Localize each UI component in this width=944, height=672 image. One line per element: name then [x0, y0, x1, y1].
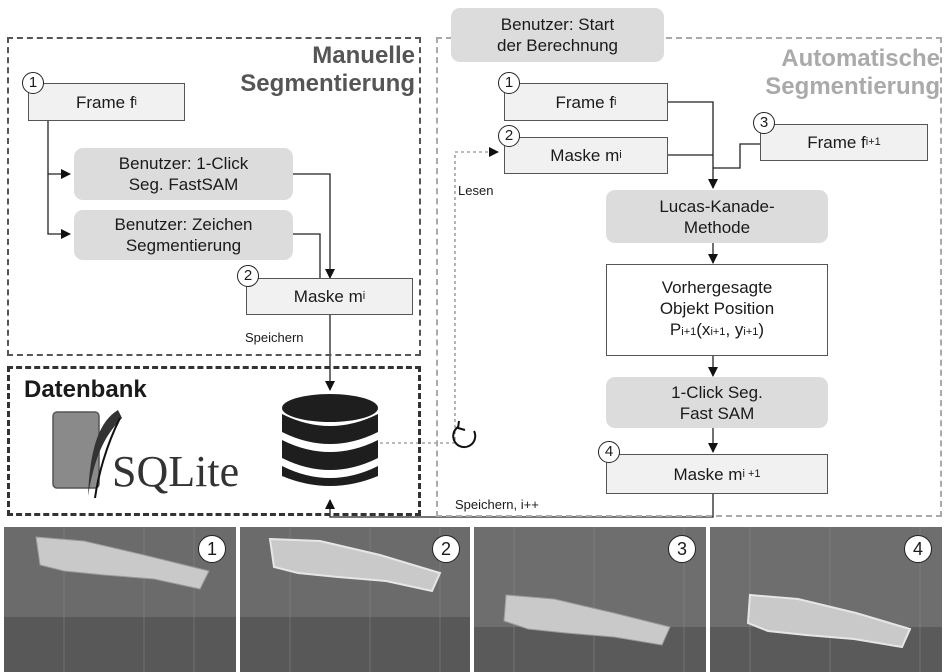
- photo-badge-3: 3: [668, 535, 696, 563]
- step-2-badge: 2: [237, 265, 259, 287]
- database-title: Datenbank: [24, 376, 147, 404]
- user-one-click-box[interactable]: Benutzer: 1-Click Seg. FastSAM: [74, 148, 293, 200]
- save-label: Speichern: [245, 330, 304, 345]
- manual-title: Manuelle Segmentierung: [190, 42, 415, 98]
- auto-title: Automatische Segmentierung: [700, 45, 940, 101]
- auto-step-1-badge: 1: [498, 72, 520, 94]
- predicted-position-formula: Pi+1(xi+1, yi+1): [670, 319, 764, 343]
- lucas-kanade-box[interactable]: Lucas-Kanade- Methode: [606, 190, 828, 243]
- photo-panel-1: 1: [4, 527, 236, 672]
- photo-badge-2: 2: [432, 535, 460, 563]
- photo-panel-4: 4: [710, 527, 942, 672]
- auto-step-4-badge: 4: [598, 441, 620, 463]
- sqlite-logo: SQLite: [50, 406, 260, 501]
- user-draw-box[interactable]: Benutzer: Zeichen Segmentierung: [74, 210, 293, 260]
- photo-panel-2: 2: [240, 527, 470, 672]
- save-increment-label: Speichern, i++: [455, 497, 539, 512]
- auto-step-2-badge: 2: [498, 125, 520, 147]
- read-label: Lesen: [458, 183, 493, 198]
- fast-sam-box[interactable]: 1-Click Seg. Fast SAM: [606, 377, 828, 428]
- database-cylinder-icon: [280, 392, 380, 492]
- sqlite-text: SQLite: [112, 446, 239, 497]
- photo-badge-1: 1: [198, 535, 226, 563]
- step-1-badge: 1: [22, 72, 44, 94]
- start-calculation-box[interactable]: Benutzer: Start der Berechnung: [451, 8, 664, 62]
- photo-panel-3: 3: [474, 527, 706, 672]
- auto-step-3-badge: 3: [753, 112, 775, 134]
- photo-badge-4: 4: [904, 535, 932, 563]
- predicted-position-box[interactable]: Vorhergesagte Objekt Position Pi+1(xi+1,…: [606, 264, 828, 356]
